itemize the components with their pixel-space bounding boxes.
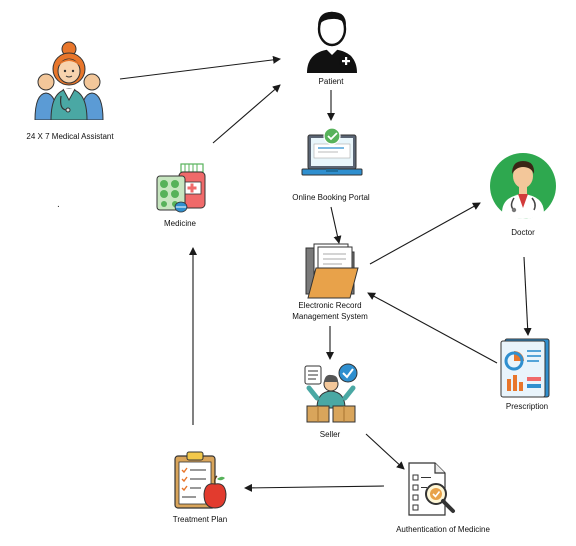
booking-portal-icon: [301, 127, 363, 176]
authentication-icon: [408, 462, 455, 516]
prescription-label: Prescription: [505, 402, 549, 411]
medicine-icon: [156, 163, 206, 213]
treatment-plan-label: Treatment Plan: [172, 515, 228, 524]
edge-doctor-to-prescription: [523, 256, 532, 336]
edge-prescription-to-ehr: [367, 292, 498, 364]
edge-seller-to-authentication: [365, 433, 405, 470]
authentication-label: Authentication of Medicine: [396, 525, 490, 534]
doctor-label: Doctor: [511, 228, 535, 237]
edge-portal-to-ehr: [330, 206, 342, 244]
treatment-plan-icon: [174, 451, 227, 509]
medical-assistant-icon: [34, 41, 104, 120]
booking-portal-label: Online Booking Portal: [292, 193, 370, 202]
patient-label: Patient: [318, 77, 344, 86]
prescription-icon: [500, 338, 550, 398]
seller-icon: [304, 363, 358, 423]
ehr-label-line2: Management System: [292, 312, 368, 321]
seller-label: Seller: [319, 430, 341, 439]
medicine-label: Medicine: [163, 219, 196, 228]
stray-dot: .: [57, 199, 60, 210]
edge-assistant-to-patient: [119, 55, 281, 80]
record-folder-icon: [305, 243, 359, 299]
edge-authentication-to-treatment: [244, 483, 385, 492]
edge-medicine-to-patient: [212, 84, 281, 144]
edge-ehr-to-doctor: [369, 202, 481, 265]
patient-icon: [307, 11, 357, 73]
medical-assistant-label: 24 X 7 Medical Assistant: [26, 132, 114, 141]
doctor-icon: [490, 153, 556, 219]
ehr-label-line1: Electronic Record: [298, 301, 362, 310]
